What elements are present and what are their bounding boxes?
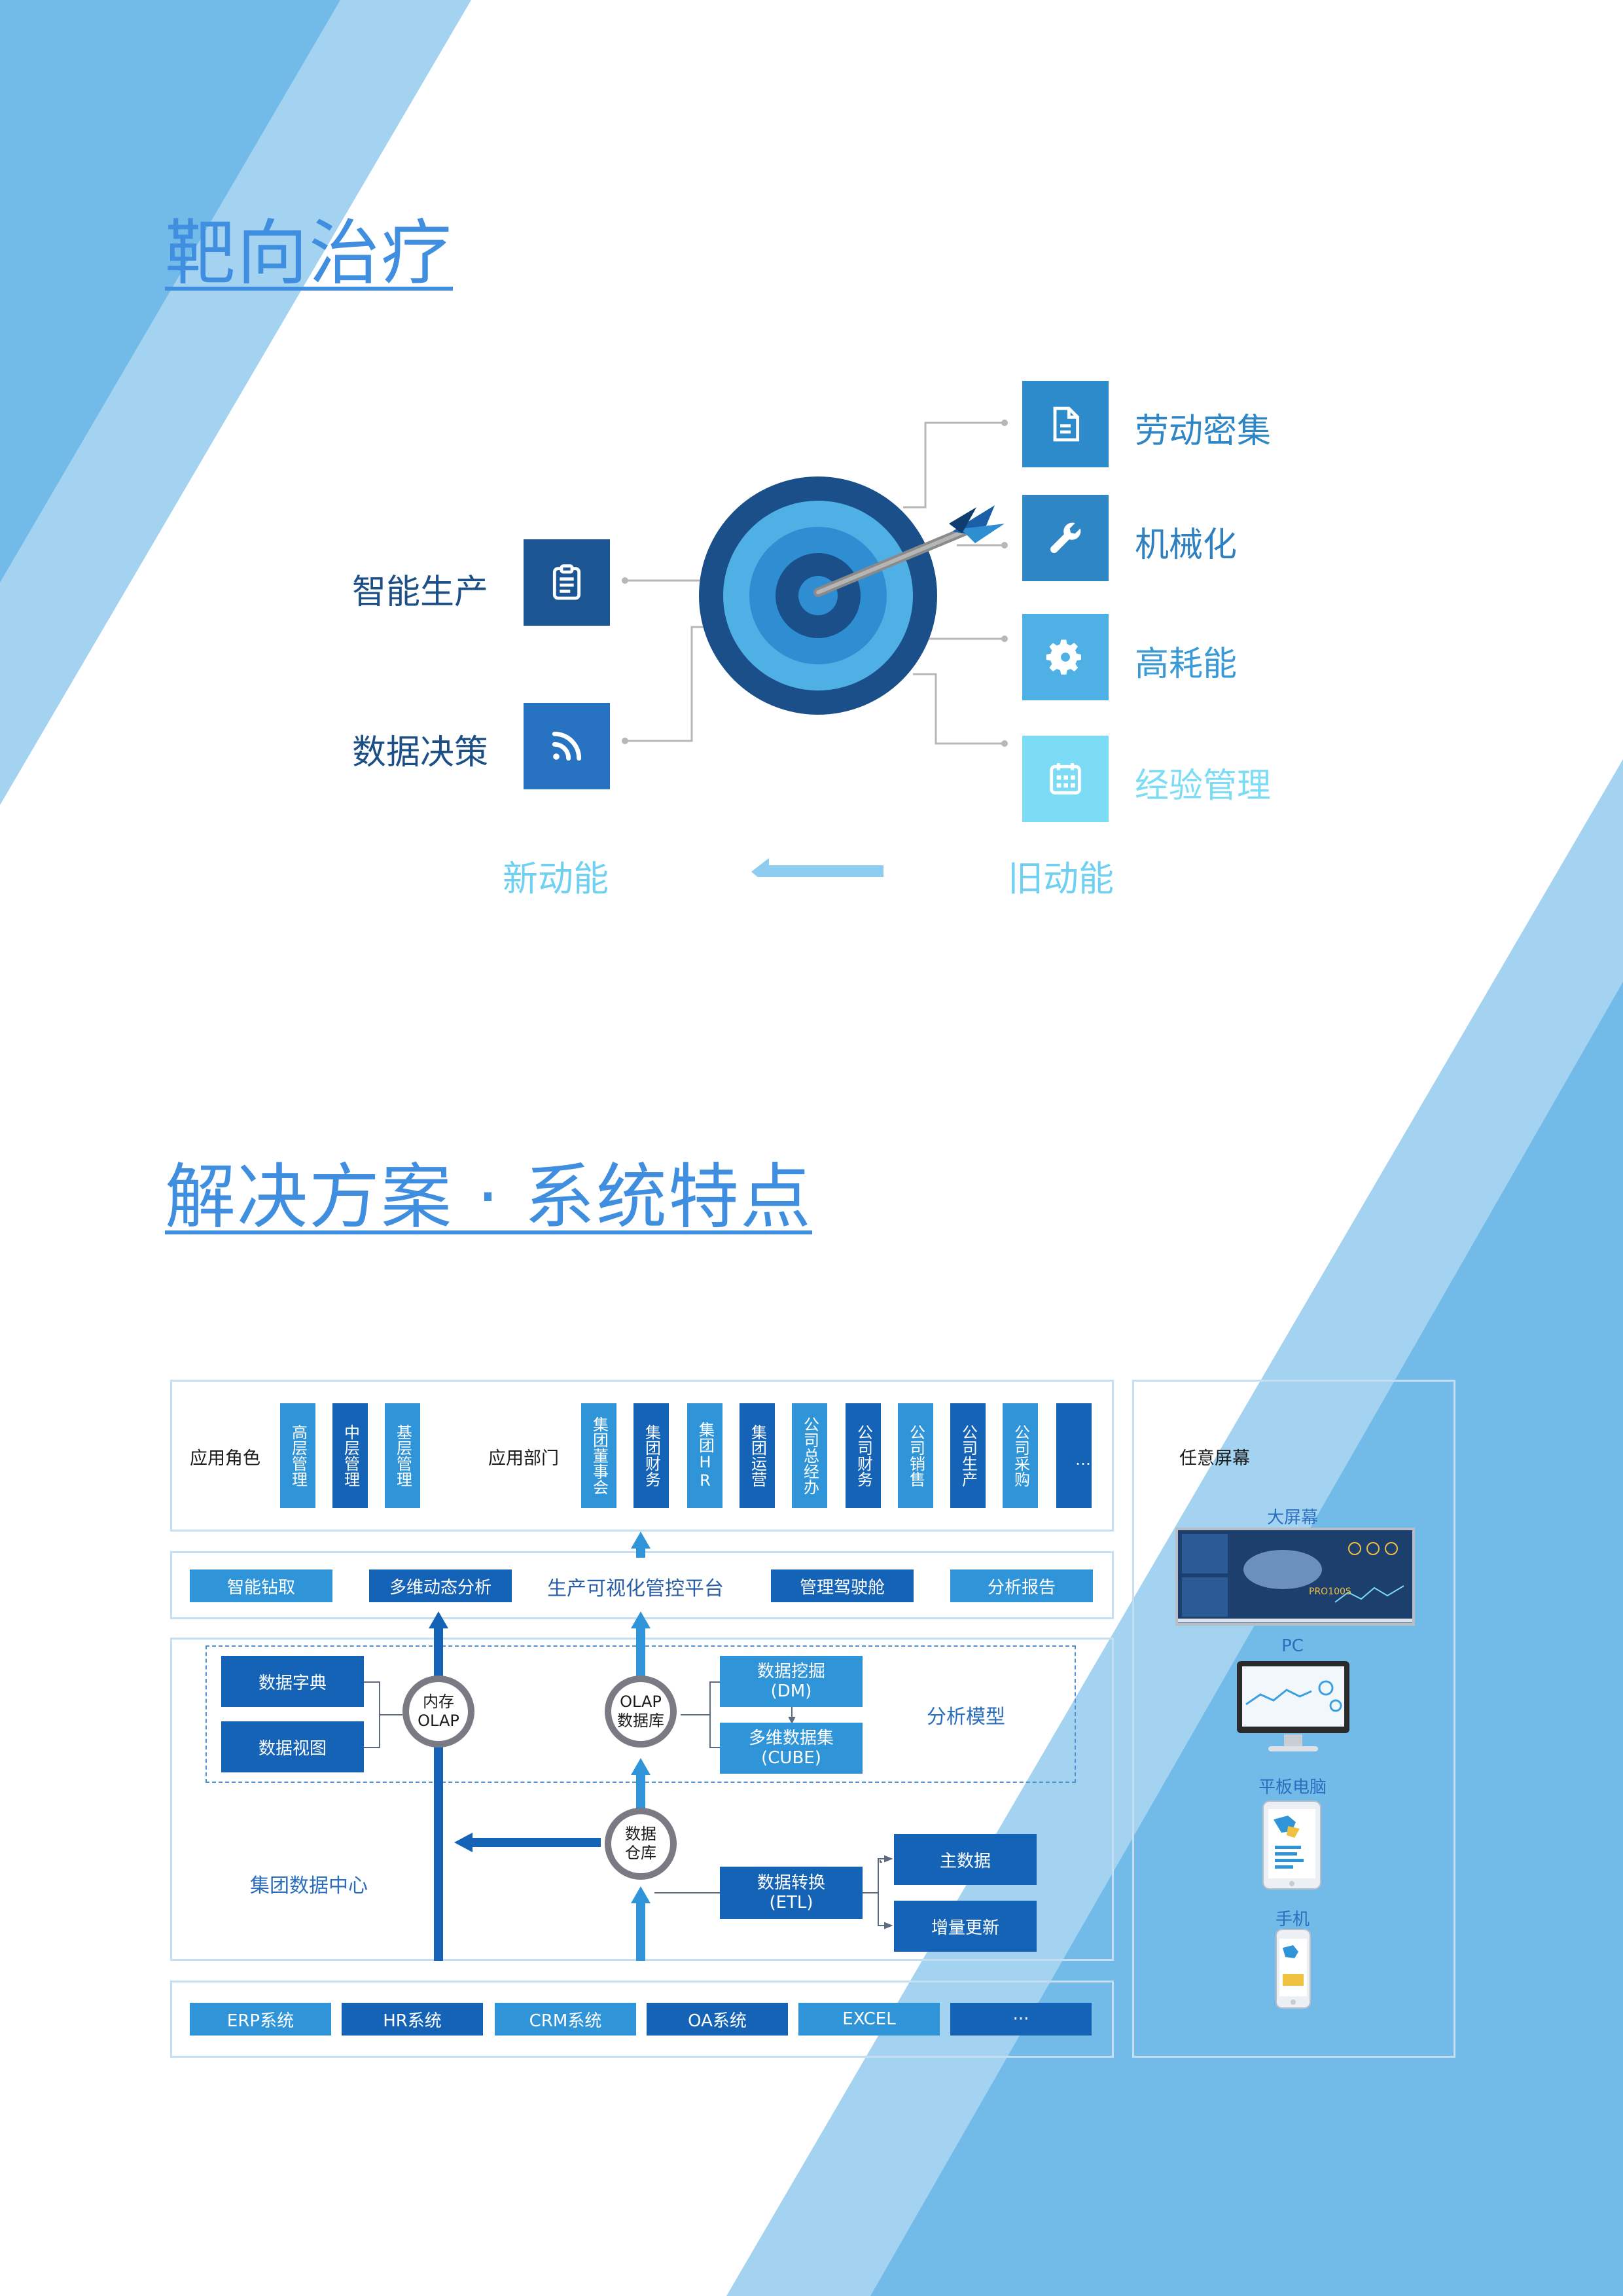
pc-label: PC [1281,1636,1304,1656]
data-view: 数据视图 [221,1721,364,1772]
role-senior: 高层管理 [280,1403,315,1508]
high-energy-tile [1022,614,1109,700]
dept-company-finance: 公司财务 [846,1403,881,1508]
platform-multidim-analysis: 多维动态分析 [369,1570,512,1602]
data-decision-tile [524,703,610,789]
data-warehouse: 数据仓库 [605,1808,677,1880]
big-screen-dashboard [1178,1534,1412,1623]
screens-frame [1132,1380,1455,2058]
memory-olap-line2: OLAP [418,1712,459,1730]
data-cube: 多维数据集(CUBE) [720,1723,863,1774]
source-more: ··· [950,2003,1092,2036]
source-excel: EXCEL [798,2003,940,2036]
pc-device [1237,1661,1349,1751]
label-labor-intensive: 劳动密集 [1135,412,1272,451]
data-dictionary: 数据字典 [221,1656,364,1707]
big-screen-device: PRO100S [1175,1528,1415,1626]
label-data-decision: 数据决策 [352,733,489,772]
smart-production-tile [524,539,610,626]
olap-database-line2: 数据库 [617,1712,664,1730]
labor-intensive-tile [1022,381,1109,467]
big-screen-label: 大屏幕 [1266,1508,1318,1528]
experience-management-tile [1022,736,1109,822]
sources-frame [170,1981,1114,2058]
clipboard-icon [552,564,581,600]
label-old-momentum: 旧动能 [1008,858,1114,899]
phone-device [1275,1929,1311,2009]
dept-more: … [1056,1403,1092,1508]
document-icon [1053,406,1080,442]
data-warehouse-line2: 仓库 [625,1844,656,1862]
data-mining: 数据挖掘(DM) [720,1656,863,1707]
tablet-device [1262,1801,1321,1890]
dept-board: 集团董事会 [581,1403,616,1508]
platform-report: 分析报告 [950,1570,1093,1602]
any-screen-label: 任意屏幕 [1179,1448,1250,1469]
platform-title: 生产可视化管控平台 [547,1577,724,1600]
rss-icon [552,731,582,761]
label-mechanization: 机械化 [1135,526,1238,565]
data-cube-line2: (CUBE) [761,1748,821,1768]
label-new-momentum: 新动能 [503,858,609,899]
section-title-solution: 解决方案 · 系统特点 [165,1157,812,1238]
depts-label: 应用部门 [488,1448,559,1469]
tablet-label: 平板电脑 [1258,1778,1327,1797]
roles-frame [170,1380,1114,1532]
platform-smart-drill: 智能钻取 [190,1570,332,1602]
dept-sales: 公司销售 [898,1403,933,1508]
dept-gm-office: 公司总经办 [792,1403,827,1508]
dept-production: 公司生产 [950,1403,986,1508]
gear-icon [1046,639,1081,675]
dept-purchasing: 公司采购 [1003,1403,1038,1508]
role-base: 基层管理 [385,1403,420,1508]
section-title-targeted: 靶向治疗 [165,213,454,295]
source-crm: CRM系统 [495,2003,636,2036]
role-middle: 中层管理 [332,1403,368,1508]
platform-cockpit: 管理驾驶舱 [771,1570,914,1602]
data-mining-line1: 数据挖掘 [757,1662,825,1681]
label-smart-production: 智能生产 [352,573,489,612]
dept-group-finance: 集团财务 [633,1403,669,1508]
etl-line1: 数据转换 [757,1873,825,1893]
label-high-energy: 高耗能 [1135,645,1238,684]
memory-olap-line1: 内存 [422,1693,454,1711]
data-warehouse-line1: 数据 [625,1825,656,1843]
phone-label: 手机 [1275,1910,1310,1929]
etl-line2: (ETL) [769,1893,813,1912]
data-cube-line1: 多维数据集 [748,1729,834,1748]
data-mining-line2: (DM) [770,1681,812,1701]
source-erp: ERP系统 [190,2003,331,2036]
wrench-icon [1050,522,1081,553]
mechanization-tile [1022,495,1109,581]
source-hr: HR系统 [342,2003,483,2036]
big-screen-badge: PRO100S [1309,1587,1351,1597]
dept-group-hr: 集团HR [687,1403,722,1508]
source-oa: OA系统 [647,2003,788,2036]
olap-database-line1: OLAP [620,1693,662,1711]
master-data: 主数据 [894,1834,1037,1885]
datacenter-label: 集团数据中心 [250,1874,368,1897]
analysis-model-label: 分析模型 [927,1706,1005,1729]
dept-group-ops: 集团运营 [740,1403,775,1508]
roles-label: 应用角色 [190,1448,260,1469]
target-graphic [622,420,1008,877]
calendar-icon [1050,763,1081,795]
etl-box: 数据转换(ETL) [720,1867,863,1919]
label-experience-management: 经验管理 [1135,766,1272,806]
incremental-update: 增量更新 [894,1901,1037,1952]
